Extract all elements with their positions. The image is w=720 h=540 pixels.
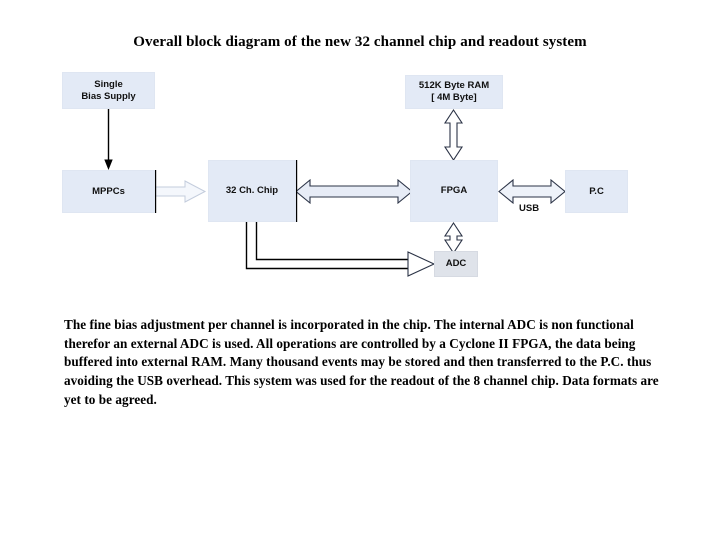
connector-label-usb: USB [519, 203, 540, 214]
block-ram[interactable]: 512K Byte RAM [ 4M Byte] [405, 75, 503, 109]
block-label-fpga: FPGA [440, 185, 468, 197]
block-adc[interactable]: ADC [434, 251, 478, 277]
body-paragraph-text: The fine bias adjustment per channel is … [64, 317, 659, 407]
block-label-pc: P.C [589, 185, 604, 197]
connector-fpga-to-adc [443, 221, 464, 255]
connector-ram-to-fpga [443, 108, 464, 162]
page-title: Overall block diagram of the new 32 chan… [133, 34, 587, 50]
block-diagram: Single Bias Supply 512K Byte RAM [ 4M By… [62, 72, 628, 277]
block-32-ch-chip[interactable]: 32 Ch. Chip [208, 160, 296, 222]
connector-fpga-to-pc [498, 178, 566, 205]
block-pc[interactable]: P.C [565, 170, 628, 213]
block-label-32-ch-chip: 32 Ch. Chip [225, 185, 279, 197]
body-paragraph: The fine bias adjustment per channel is … [64, 316, 672, 410]
connector-mppcs-to-chip [154, 170, 207, 213]
block-single-bias-supply[interactable]: Single Bias Supply [62, 72, 155, 109]
block-mppcs[interactable]: MPPCs [62, 170, 155, 213]
connector-chip-to-fpga [295, 160, 413, 222]
block-label-adc: ADC [445, 258, 467, 270]
block-label-single-bias-supply: Single Bias Supply [81, 78, 136, 102]
block-label-ram: 512K Byte RAM [ 4M Byte] [418, 80, 490, 103]
diagram-connectors [104, 108, 566, 277]
connector-bias-to-mppcs [104, 109, 113, 170]
block-fpga[interactable]: FPGA [410, 160, 498, 222]
connector-chip-to-adc [245, 222, 436, 277]
block-label-mppcs: MPPCs [92, 185, 125, 197]
